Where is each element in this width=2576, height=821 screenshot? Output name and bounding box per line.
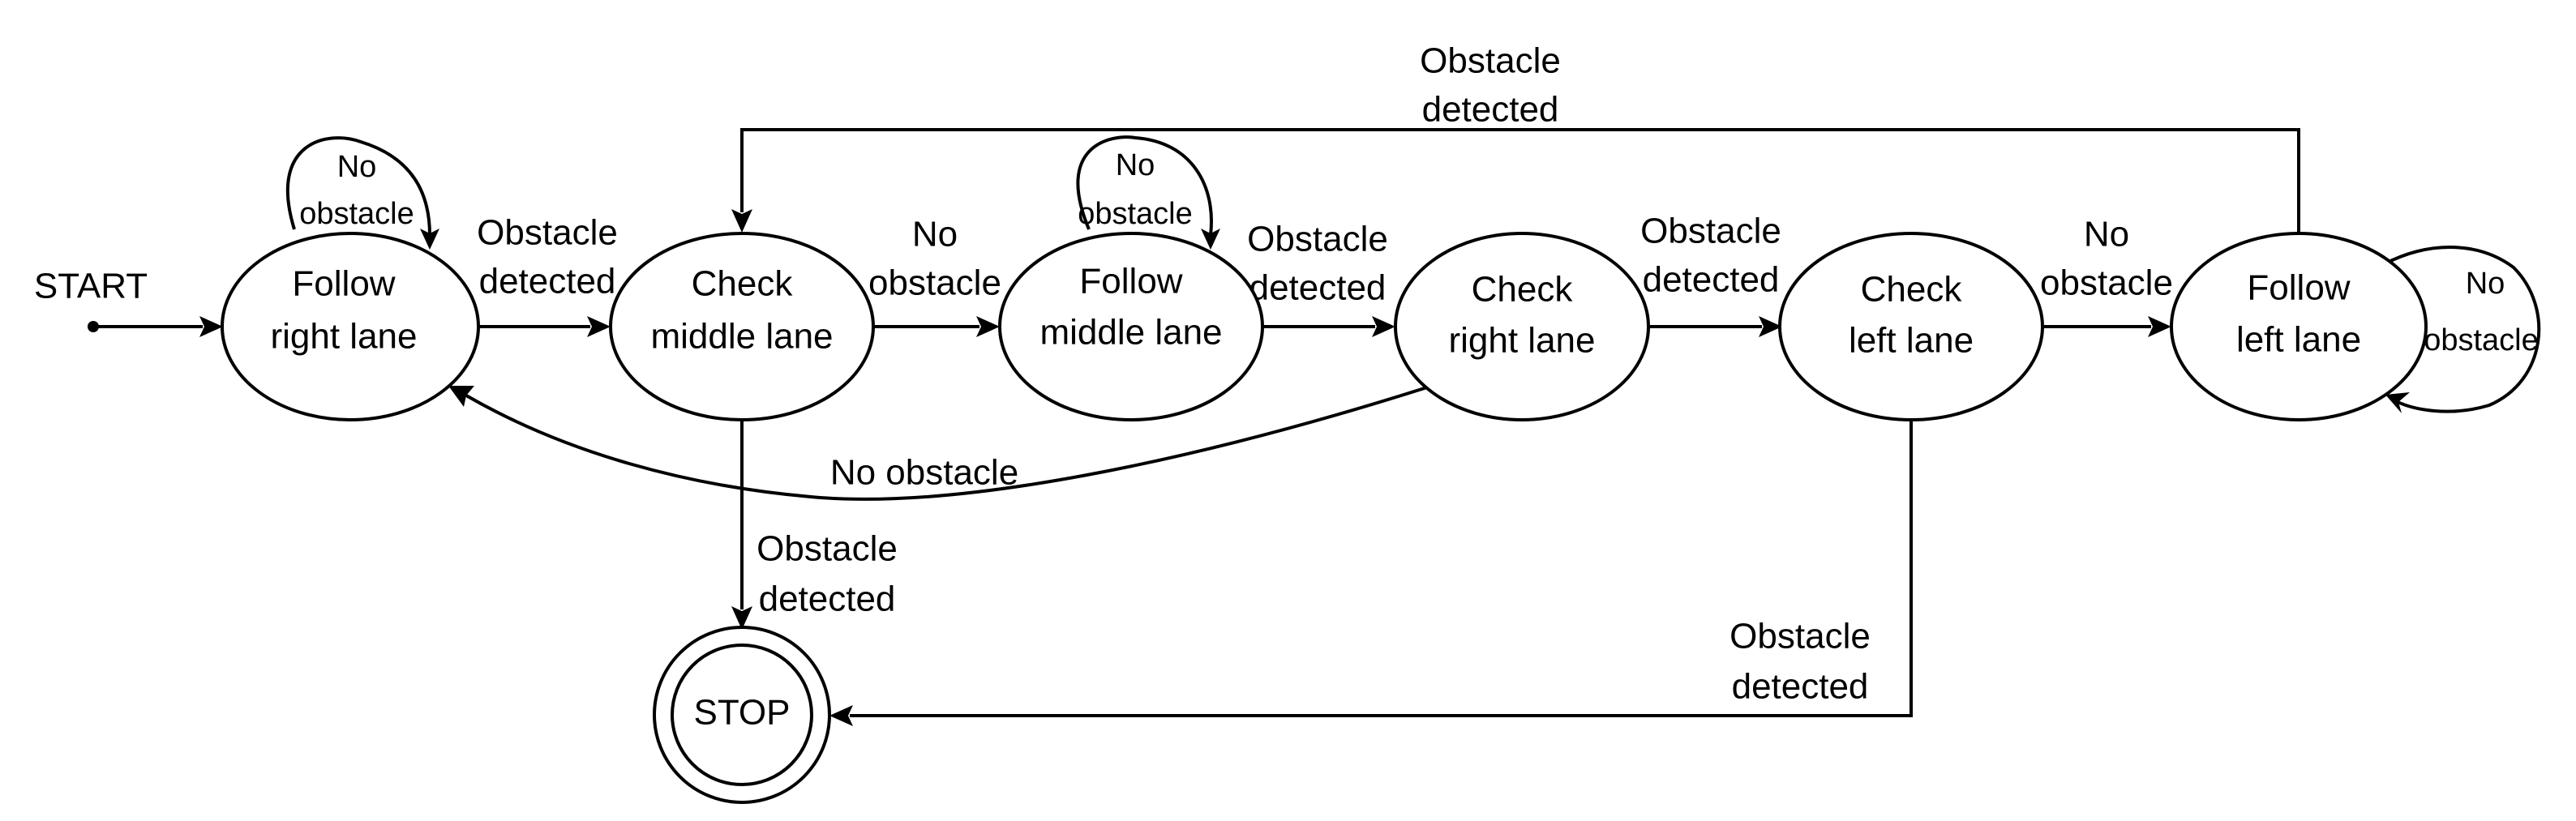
edge-check-middle-to-stop <box>731 419 752 630</box>
state-check-left-line2: left lane <box>1849 321 1974 361</box>
edge-follow-middle-to-check-right <box>1262 316 1395 337</box>
state-follow-left-line2: left lane <box>2236 320 2361 360</box>
label-loop-follow-middle-2: obstacle <box>1078 197 1193 231</box>
label-loop-follow-right-1: No <box>337 150 377 184</box>
state-check-middle-line2: middle lane <box>650 317 833 357</box>
label-follow-middle-to-check-right-2: detected <box>1249 268 1387 308</box>
edge-check-left-to-follow-left <box>2042 316 2171 337</box>
state-stop-label: STOP <box>693 693 790 733</box>
edge-follow-right-to-check-middle <box>478 316 611 337</box>
edge-start-to-follow-right <box>93 316 223 337</box>
state-check-right-line2: right lane <box>1448 321 1595 361</box>
label-follow-right-to-check-middle-2: detected <box>479 262 616 301</box>
loop-follow-middle <box>1076 135 1220 250</box>
edge-check-middle-to-follow-middle <box>873 316 1000 337</box>
label-check-left-to-stop-2: detected <box>1732 667 1869 707</box>
label-check-right-to-check-left-2: detected <box>1643 260 1780 300</box>
loop-follow-right <box>285 136 439 250</box>
label-follow-right-to-check-middle-1: Obstacle <box>477 213 618 253</box>
label-check-middle-to-follow-middle-1: No <box>912 215 958 254</box>
state-follow-left-line1: Follow <box>2247 268 2350 308</box>
label-check-right-to-follow-right: No obstacle <box>830 453 1018 493</box>
state-stop: STOP <box>653 626 831 804</box>
label-loop-follow-left-1: No <box>2466 267 2505 301</box>
label-loop-follow-right-2: obstacle <box>299 197 414 231</box>
label-follow-left-to-check-middle-1: Obstacle <box>1420 41 1561 81</box>
state-check-middle-lane: Check middle lane <box>609 232 875 421</box>
edge-check-right-to-check-left <box>1648 316 1782 337</box>
state-follow-left-lane: Follow left lane <box>2170 232 2428 421</box>
start-label: START <box>34 267 148 306</box>
state-follow-middle-line1: Follow <box>1079 262 1182 301</box>
label-check-left-to-follow-left-2: obstacle <box>2040 263 2173 303</box>
state-check-right-line1: Check <box>1472 270 1574 310</box>
label-loop-follow-middle-1: No <box>1116 148 1155 182</box>
label-check-middle-to-follow-middle-2: obstacle <box>868 263 1001 303</box>
state-check-right-lane: Check right lane <box>1394 232 1650 421</box>
loop-follow-left <box>2383 246 2541 413</box>
label-check-right-to-check-left-1: Obstacle <box>1640 212 1781 251</box>
state-follow-right-lane: Follow right lane <box>221 232 480 421</box>
state-follow-middle-lane: Follow middle lane <box>998 232 1264 421</box>
state-check-left-line1: Check <box>1861 270 1963 310</box>
state-check-left-lane: Check left lane <box>1778 232 2044 421</box>
label-check-left-to-stop-1: Obstacle <box>1729 617 1871 656</box>
label-check-left-to-follow-left-1: No <box>2084 215 2129 254</box>
edge-follow-left-to-check-middle <box>731 128 2300 233</box>
edge-check-left-to-stop <box>829 419 1913 726</box>
label-loop-follow-left-2: obstacle <box>2424 323 2539 357</box>
edge-check-right-to-follow-right <box>448 386 1428 501</box>
label-follow-left-to-check-middle-2: detected <box>1422 90 1559 130</box>
state-follow-middle-line2: middle lane <box>1039 313 1222 353</box>
state-check-middle-line1: Check <box>692 264 794 304</box>
state-follow-right-line1: Follow <box>292 264 395 304</box>
label-follow-middle-to-check-right-1: Obstacle <box>1247 220 1388 259</box>
label-check-middle-to-stop-2: detected <box>759 579 896 619</box>
label-check-middle-to-stop-1: Obstacle <box>757 529 898 569</box>
state-follow-right-line2: right lane <box>270 317 417 357</box>
